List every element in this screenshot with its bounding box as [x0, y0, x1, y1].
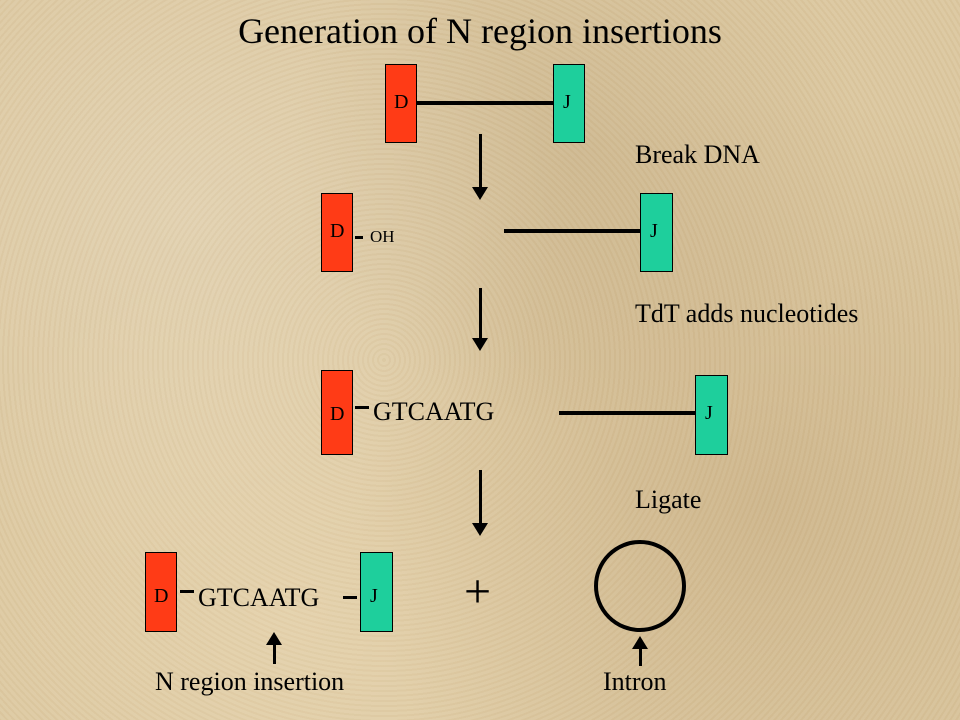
hydroxyl-label: OH [370, 227, 395, 246]
d-segment-3: D [321, 370, 353, 455]
intron-circle [594, 540, 686, 632]
j-label: J [650, 220, 658, 242]
d-label: D [154, 585, 169, 607]
up-arrow-insertion [266, 632, 282, 664]
plus-sign: + [464, 565, 492, 618]
dash-bond [343, 596, 357, 599]
up-arrow-intron [632, 636, 648, 666]
d-label: D [330, 220, 345, 242]
down-arrow-2 [472, 288, 488, 352]
down-arrow-3 [472, 470, 488, 536]
step-tdt-adds-nucleotides: TdT adds nucleotides [635, 299, 859, 328]
dna-line-2 [504, 229, 640, 233]
caption-n-region-insertion: N region insertion [155, 667, 345, 696]
dash-bond [355, 236, 363, 239]
down-arrow-1 [472, 134, 488, 200]
d-segment-1: D [385, 64, 417, 143]
dna-line-3 [559, 411, 695, 415]
j-label: J [563, 91, 571, 113]
step-ligate: Ligate [635, 485, 702, 514]
j-segment-1: J [553, 64, 585, 143]
d-segment-4: D [145, 552, 177, 632]
j-segment-2: J [640, 193, 673, 272]
dna-line-1 [417, 101, 553, 105]
d-label: D [394, 91, 409, 113]
dash-bond [180, 590, 194, 593]
caption-intron: Intron [603, 667, 667, 696]
d-label: D [330, 403, 345, 425]
j-segment-3: J [695, 375, 728, 455]
dash-bond [355, 406, 369, 409]
diagram-title: Generation of N region insertions [238, 11, 722, 51]
n-nucleotides: GTCAATG [198, 583, 320, 612]
j-label: J [370, 585, 378, 607]
step-break-dna: Break DNA [635, 140, 760, 169]
d-segment-2: D [321, 193, 353, 272]
n-nucleotides: GTCAATG [373, 397, 495, 426]
j-label: J [705, 402, 713, 424]
j-segment-4: J [360, 552, 393, 632]
